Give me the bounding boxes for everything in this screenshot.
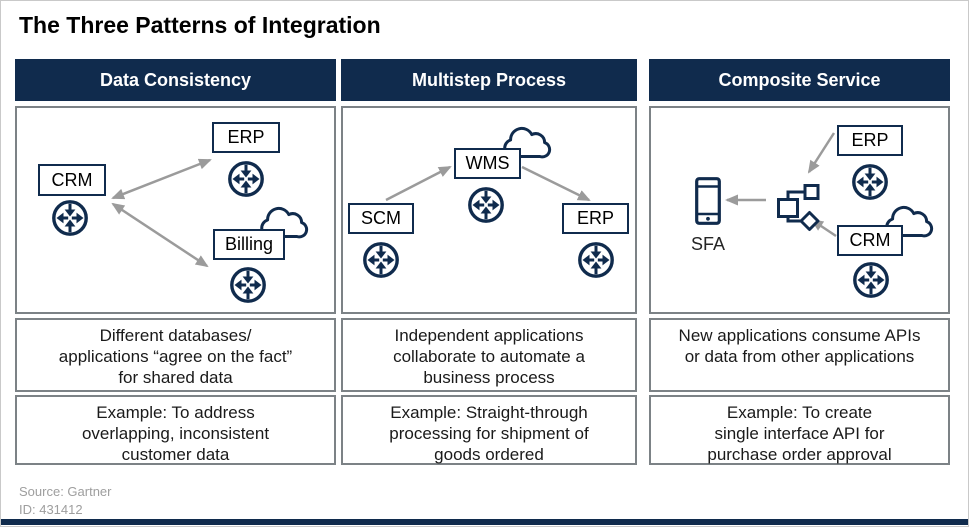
page-title: The Three Patterns of Integration: [19, 12, 381, 38]
example-box: Example: To create single interface API …: [649, 395, 950, 465]
workflow-icon: [772, 182, 824, 232]
integration-service-icon: [576, 240, 616, 280]
integration-service-icon: [226, 159, 266, 199]
node-erp: ERP: [562, 203, 629, 234]
diagram-panel-multistep-process: WMS SCM ERP: [341, 106, 637, 314]
integration-service-icon: [50, 198, 90, 238]
node-crm: CRM: [837, 225, 903, 256]
connector-arrow: [521, 165, 591, 202]
example-box: Example: To address overlapping, inconsi…: [15, 395, 336, 465]
mobile-device-icon: [695, 177, 721, 225]
diagram-panel-composite-service: ERP CRM SFA: [649, 106, 950, 314]
node-crm: CRM: [38, 164, 106, 196]
column-header-data-consistency: Data Consistency: [15, 59, 336, 101]
node-erp: ERP: [837, 125, 903, 156]
column-header-multistep-process: Multistep Process: [341, 59, 637, 101]
description-box: Independent applications collaborate to …: [341, 318, 637, 392]
diagram-panel-data-consistency: CRM ERP Billing: [15, 106, 336, 314]
description-box: New applications consume APIs or data fr…: [649, 318, 950, 392]
source-text: Source: Gartner: [19, 484, 112, 499]
figure-id-text: ID: 431412: [19, 502, 83, 517]
footer: Source: Gartner ID: 431412: [19, 483, 112, 519]
node-scm: SCM: [348, 203, 414, 234]
integration-service-icon: [850, 162, 890, 202]
integration-service-icon: [466, 185, 506, 225]
example-box: Example: Straight-through processing for…: [341, 395, 637, 465]
integration-service-icon: [228, 265, 268, 305]
bottom-accent-bar: [1, 519, 968, 525]
integration-service-icon: [851, 260, 891, 300]
node-billing: Billing: [213, 229, 285, 260]
sfa-label: SFA: [690, 234, 725, 254]
node-erp: ERP: [212, 122, 280, 153]
connector-arrow: [111, 158, 212, 200]
connector-arrow: [111, 202, 209, 268]
description-box: Different databases/ applications “agree…: [15, 318, 336, 392]
node-wms: WMS: [454, 148, 521, 179]
integration-service-icon: [361, 240, 401, 280]
connector-arrow: [807, 132, 836, 174]
connector-arrow: [385, 165, 452, 202]
column-header-composite-service: Composite Service: [649, 59, 950, 101]
